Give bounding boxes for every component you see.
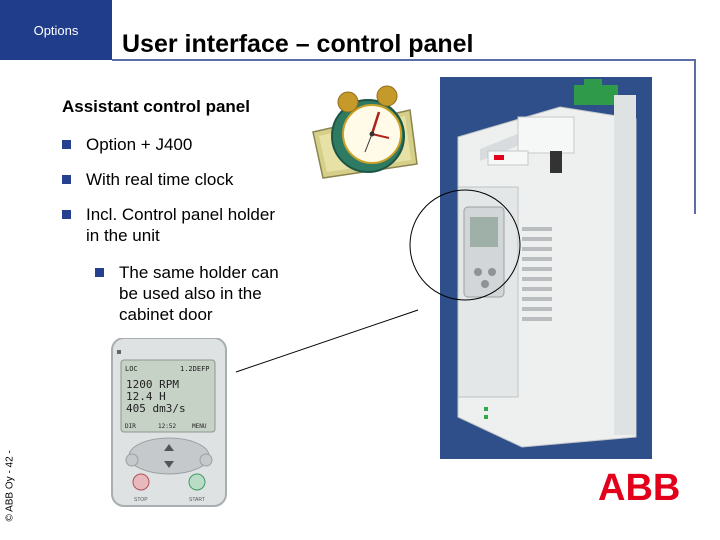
display-soft-left: DIR bbox=[125, 423, 136, 430]
drive-unit-image bbox=[440, 77, 652, 459]
section-tab: Options bbox=[0, 0, 112, 60]
alarm-clock-icon bbox=[312, 85, 418, 179]
display-line-speed: 1200 RPM bbox=[126, 378, 179, 391]
abb-logo: ABB bbox=[598, 468, 680, 504]
bullet-text: The same holder can bbox=[119, 263, 279, 282]
bullet-marker bbox=[62, 210, 71, 219]
display-status-right: 1.2DEFP bbox=[180, 365, 210, 373]
control-panel-image: LOC 1.2DEFP 1200 RPM 12.4 H 405 dm3/s DI… bbox=[111, 338, 227, 507]
copyright-text: © ABB Oy - 42 - bbox=[4, 450, 16, 522]
display-line-flow: 405 dm3/s bbox=[126, 402, 186, 415]
bullet-text: With real time clock bbox=[86, 170, 234, 189]
bullet-text-cont: be used also in the bbox=[119, 284, 262, 303]
bullet-marker bbox=[62, 140, 71, 149]
bullet-text: Option + J400 bbox=[86, 135, 193, 154]
display-clock: 12:52 bbox=[158, 423, 176, 430]
start-key-label: START bbox=[189, 497, 205, 503]
bullet-text: Incl. Control panel holder bbox=[86, 205, 276, 224]
title-rule bbox=[112, 59, 696, 61]
callout-arrow bbox=[235, 309, 419, 373]
title-rule-vertical bbox=[694, 59, 696, 214]
stop-key-label: STOP bbox=[134, 497, 148, 503]
page-title: User interface – control panel bbox=[122, 30, 474, 58]
display-status-left: LOC bbox=[125, 365, 138, 373]
section-subtitle: Assistant control panel bbox=[62, 97, 250, 116]
copyright-side: © ABB Oy - 42 - bbox=[0, 420, 20, 530]
bullet-marker bbox=[95, 268, 104, 277]
bullet-text-cont: in the unit bbox=[86, 226, 160, 245]
highlight-circle bbox=[409, 189, 521, 301]
display-soft-right: MENU bbox=[192, 423, 207, 430]
bullet-text-cont: cabinet door bbox=[119, 305, 213, 324]
bullet-marker bbox=[62, 175, 71, 184]
display-line-current: 12.4 H bbox=[126, 390, 166, 403]
logo-text: ABB bbox=[598, 468, 680, 504]
